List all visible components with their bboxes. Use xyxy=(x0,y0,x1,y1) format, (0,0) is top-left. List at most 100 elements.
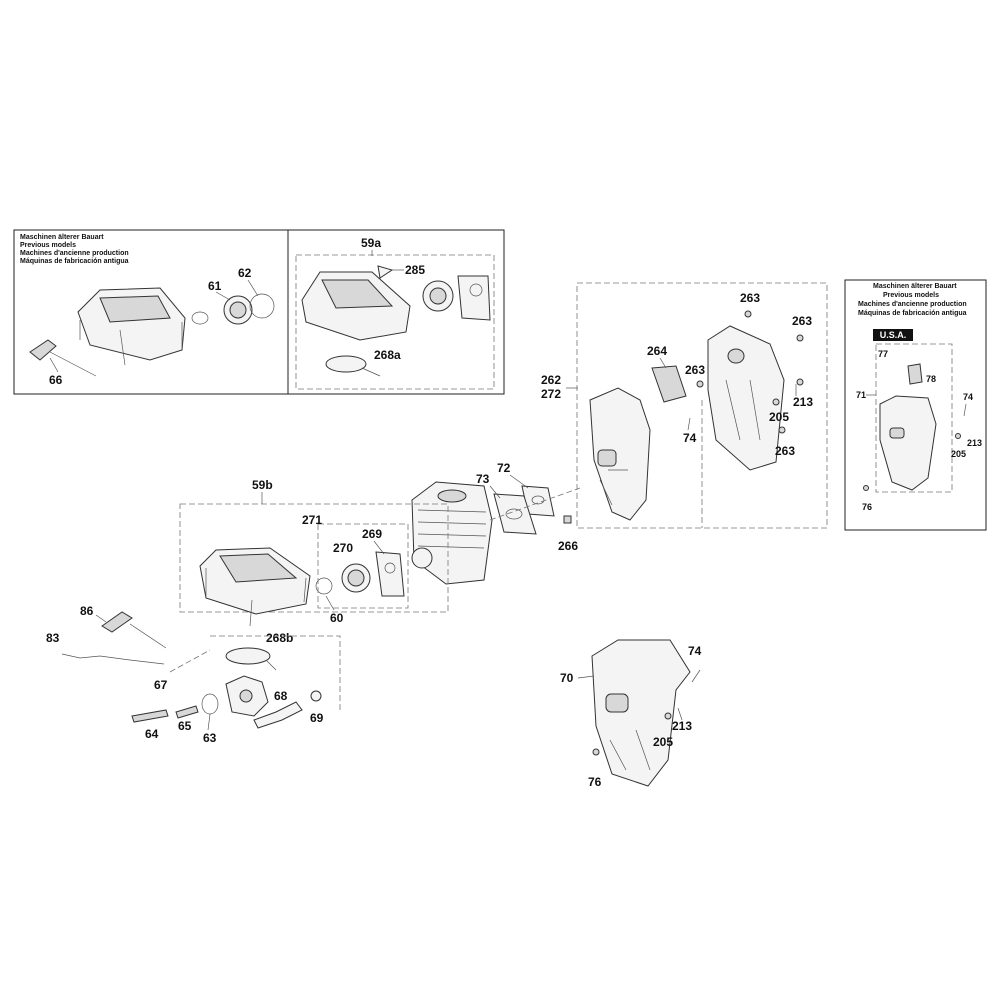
muffler-70 xyxy=(591,639,691,787)
callout-71: 71 xyxy=(856,390,866,400)
nut-266 xyxy=(563,515,572,524)
clamp-62 xyxy=(249,293,275,319)
callout-205-c: 205 xyxy=(951,449,966,459)
callout-76-b: 76 xyxy=(862,502,872,512)
legacy-header-line3: Machines d'ancienne production xyxy=(20,250,129,257)
manifold-61 xyxy=(191,295,253,325)
screw-263 xyxy=(696,310,804,434)
usa-header-line1: Maschinen älterer Bauart xyxy=(873,283,957,290)
callout-268b: 268b xyxy=(266,631,293,645)
kit-59a-box xyxy=(287,229,505,395)
callout-59a: 59a xyxy=(361,236,381,250)
callout-263-c: 263 xyxy=(685,363,705,377)
callout-67: 67 xyxy=(154,678,168,692)
callout-74-a: 74 xyxy=(683,431,697,445)
callout-264: 264 xyxy=(647,344,667,358)
callout-86: 86 xyxy=(80,604,94,618)
usa-header-line3: Machines d'ancienne production xyxy=(858,301,967,308)
callout-74-c: 74 xyxy=(963,392,973,402)
callout-270: 270 xyxy=(333,541,353,555)
air-box-legacy xyxy=(77,287,186,366)
usa-header-line2: Previous models xyxy=(883,292,939,299)
hose-68 xyxy=(253,701,303,729)
callout-83: 83 xyxy=(46,631,60,645)
lever-66 xyxy=(29,339,97,377)
callout-78: 78 xyxy=(926,374,936,384)
callout-59b: 59b xyxy=(252,478,273,492)
callout-268a: 268a xyxy=(374,348,401,362)
callout-72: 72 xyxy=(497,461,511,475)
callout-205-a: 205 xyxy=(769,410,789,424)
manifold-59a xyxy=(422,275,491,321)
gasket-72 xyxy=(521,485,555,517)
callout-62: 62 xyxy=(238,266,252,280)
bolt-213 xyxy=(795,378,804,396)
bolt-64 xyxy=(131,709,169,723)
air-box-59a xyxy=(301,271,411,341)
lever-86 xyxy=(101,611,167,649)
bolt-213-lower xyxy=(677,707,683,721)
callout-64: 64 xyxy=(145,727,159,741)
nut-69 xyxy=(310,690,322,702)
screw-74 xyxy=(687,417,691,431)
callout-213-c: 213 xyxy=(967,438,982,448)
muffler-cover-263 xyxy=(707,325,785,471)
callout-272: 272 xyxy=(541,387,561,401)
seal-285 xyxy=(377,265,394,279)
legacy-header-line2: Previous models xyxy=(20,242,76,249)
callout-263-d: 263 xyxy=(775,444,795,458)
legacy-header-line4: Máquinas de fabricación antigua xyxy=(20,258,129,265)
callout-74-b: 74 xyxy=(688,644,702,658)
callout-263-b: 263 xyxy=(792,314,812,328)
callout-68: 68 xyxy=(274,689,288,703)
usa-badge: U.S.A. xyxy=(880,330,907,340)
callout-63: 63 xyxy=(203,731,217,745)
washer-205-usa xyxy=(955,433,961,439)
nut-76-usa xyxy=(863,485,869,491)
callout-60: 60 xyxy=(330,611,344,625)
usa-legacy-box xyxy=(844,279,987,531)
usa-badge-bg xyxy=(873,329,913,341)
callout-70: 70 xyxy=(560,671,574,685)
hose-268a xyxy=(325,355,381,377)
air-box-59b xyxy=(199,547,311,627)
cylinder xyxy=(411,481,493,585)
manifold-270 xyxy=(341,563,371,593)
callout-73: 73 xyxy=(476,472,490,486)
muffler-body-262 xyxy=(589,387,651,521)
callout-66: 66 xyxy=(49,373,63,387)
callout-285: 285 xyxy=(405,263,425,277)
callout-61: 61 xyxy=(208,279,222,293)
legacy-header-line1: Maschinen älterer Bauart xyxy=(20,234,104,241)
callout-77: 77 xyxy=(878,349,888,359)
washer-205 xyxy=(772,398,780,406)
callout-205-b: 205 xyxy=(653,735,673,749)
screw-74-lower xyxy=(691,669,701,683)
callout-69: 69 xyxy=(310,711,324,725)
callout-213-a: 213 xyxy=(793,395,813,409)
flange-269 xyxy=(375,551,405,597)
callout-262: 262 xyxy=(541,373,561,387)
gasket-73 xyxy=(493,493,537,535)
clamp-60 xyxy=(315,577,333,595)
spark-screen-264 xyxy=(651,365,687,403)
callout-269: 269 xyxy=(362,527,382,541)
muffler-71 xyxy=(879,395,937,491)
callout-65: 65 xyxy=(178,719,192,733)
carburetor xyxy=(225,675,269,717)
sleeve-65 xyxy=(175,705,199,719)
spark-arrestor-78 xyxy=(907,363,923,385)
hose-268b xyxy=(225,647,277,671)
callout-263-a: 263 xyxy=(740,291,760,305)
gasket-63 xyxy=(201,693,219,715)
washer-205-lower xyxy=(664,712,672,720)
callout-266: 266 xyxy=(558,539,578,553)
callout-213-b: 213 xyxy=(672,719,692,733)
callout-271: 271 xyxy=(302,513,322,527)
screw-74-usa xyxy=(963,403,967,417)
nut-76-lower xyxy=(592,748,600,756)
rod-83 xyxy=(61,653,165,665)
callout-76-a: 76 xyxy=(588,775,602,789)
usa-header-line4: Máquinas de fabricación antigua xyxy=(858,310,967,317)
